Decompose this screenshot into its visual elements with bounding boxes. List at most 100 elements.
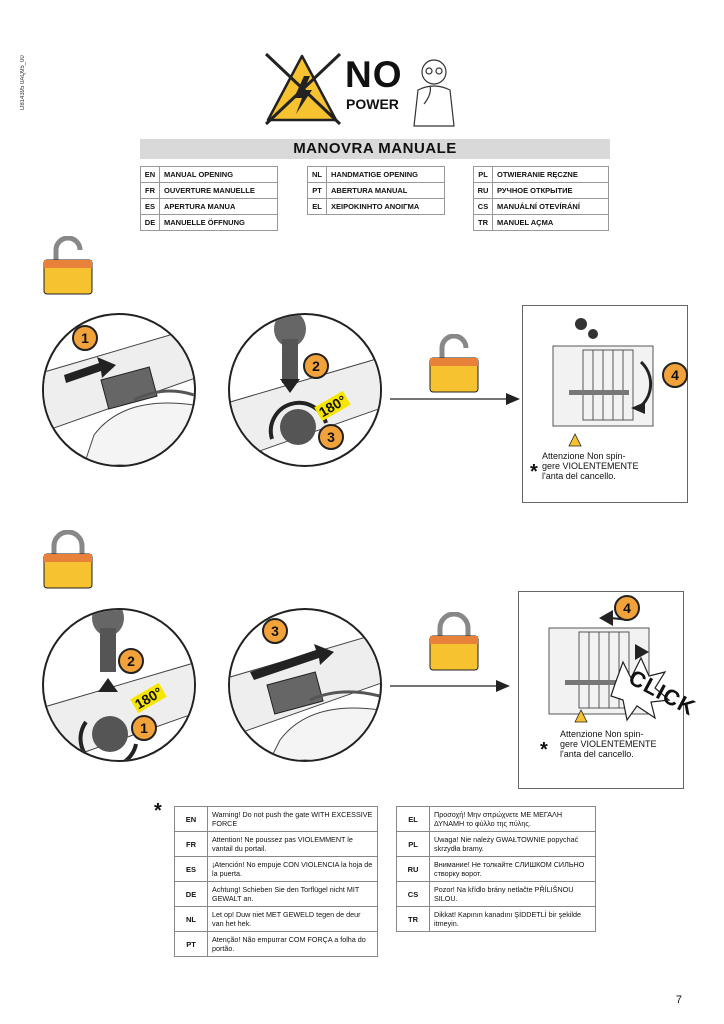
- language-code: EN: [140, 166, 160, 183]
- asterisk-marker-1: *: [530, 461, 538, 483]
- warning-text: Pozor! Na křídlo brány netlačte PŘÍLIŠNO…: [429, 881, 596, 907]
- warning-row: ES¡Atención! No empuje CON VIOLENCIA la …: [174, 856, 378, 882]
- language-label: MANUEL AÇMA: [492, 214, 609, 231]
- page-number: 7: [675, 994, 682, 1006]
- warning-language-code: RU: [396, 856, 430, 882]
- step-2-badge-row2: 2: [118, 648, 144, 674]
- warning-language-code: NL: [174, 906, 208, 932]
- step-2-badge: 2: [303, 353, 329, 379]
- language-label: РУЧНОЕ ОТКРЫТИЕ: [492, 182, 609, 199]
- warning-text: Uwaga! Nie należy GWAŁTOWNIE popychać sk…: [429, 831, 596, 857]
- no-power-graphic: [264, 52, 455, 127]
- language-code: NL: [307, 166, 327, 183]
- warning-text: Attention! Ne poussez pas VIOLEMMENT le …: [207, 831, 378, 857]
- burst-shape: [610, 656, 671, 722]
- language-label: MANUELLE ÖFFNUNG: [159, 214, 278, 231]
- warning-icon-2: [574, 709, 588, 723]
- arrow-right-icon: [390, 393, 520, 405]
- language-code: PL: [473, 166, 493, 183]
- step-4-open-gate-panel: [522, 305, 688, 503]
- warning-text: Atenção! Não empurrar COM FORÇA a folha …: [207, 931, 378, 957]
- warning-language-code: CS: [396, 881, 430, 907]
- warning-text: Προσοχή! Μην σπρώχνετε ΜΕ ΜΕΓΑΛΗ ΔΥΝΑΜΗ …: [429, 806, 596, 832]
- step-3-lock-slide-illustration: [228, 608, 382, 762]
- italian-warning-text-2: Attenzione Non spin- gere VIOLENTEMENTE …: [560, 729, 657, 759]
- language-label: HANDMATIGE OPENING: [326, 166, 445, 183]
- warning-icon: [568, 433, 582, 447]
- warning-language-code: FR: [174, 831, 208, 857]
- step-1-unlock-slide-illustration: [42, 313, 196, 467]
- warning-language-code: ES: [174, 856, 208, 882]
- warning-text: ¡Atención! No empuje CON VIOLENCIA la ho…: [207, 856, 378, 882]
- step-1-2-key-remove-illustration: [42, 608, 196, 762]
- padlock-open-icon-2: [429, 334, 479, 393]
- italian-warning-text-1: Attenzione Non spin- gere VIOLENTEMENTE …: [542, 451, 639, 481]
- language-label: APERTURA MANUA: [159, 198, 278, 215]
- warning-text: Achtung! Schieben Sie den Torflügel nich…: [207, 881, 378, 907]
- language-code: PT: [307, 182, 327, 199]
- warning-language-code: PT: [174, 931, 208, 957]
- warning-language-code: EN: [174, 806, 208, 832]
- language-code: ES: [140, 198, 160, 215]
- language-label: MANUÁLNÍ OTEVÍRÁNÍ: [492, 198, 609, 215]
- step-2-key-illustration: [228, 313, 382, 467]
- asterisk-marker-3: *: [154, 800, 162, 822]
- warning-text: Warning! Do not push the gate WITH EXCES…: [207, 806, 378, 832]
- warning-language-code: PL: [396, 831, 430, 857]
- language-label: ABERTURA MANUAL: [326, 182, 445, 199]
- step-3-badge-row2: 3: [262, 618, 288, 644]
- padlock-closed-icon-2: [429, 612, 479, 671]
- warning-language-code: DE: [174, 881, 208, 907]
- power-label: POWER: [346, 96, 399, 112]
- language-label: OUVERTURE MANUELLE: [159, 182, 278, 199]
- language-code: FR: [140, 182, 160, 199]
- language-label: MANUAL OPENING: [159, 166, 278, 183]
- step-4-badge-row2: 4: [614, 595, 640, 621]
- step-4-badge: 4: [662, 362, 688, 388]
- thinking-person-icon: [413, 59, 455, 127]
- warning-language-code: EL: [396, 806, 430, 832]
- gears-icon: [575, 318, 598, 339]
- no-label: NO: [345, 54, 403, 95]
- document-code: D814395 0AQ95_00: [20, 55, 26, 110]
- warning-language-code: TR: [396, 906, 430, 932]
- language-code: EL: [307, 198, 327, 215]
- language-code: RU: [473, 182, 493, 199]
- warning-text: Внимание! Не толкайте СЛИШКОМ СИЛЬНО ств…: [429, 856, 596, 882]
- language-code: CS: [473, 198, 493, 215]
- language-label: OTWIERANIE RĘCZNE: [492, 166, 609, 183]
- language-code: TR: [473, 214, 493, 231]
- step-1-badge: 1: [72, 325, 98, 351]
- step-4-close-gate-panel: [518, 591, 684, 789]
- asterisk-marker-2: *: [540, 739, 548, 761]
- section-title: MANOVRA MANUALE: [140, 139, 610, 159]
- step-3-badge: 3: [318, 424, 344, 450]
- warning-text: Dikkat! Kapının kanadını ŞİDDETLİ bir şe…: [429, 906, 596, 932]
- padlock-open-icon: [43, 236, 93, 295]
- language-code: DE: [140, 214, 160, 231]
- electric-hazard-icon: [264, 52, 342, 126]
- step-1-badge-row2: 1: [131, 715, 157, 741]
